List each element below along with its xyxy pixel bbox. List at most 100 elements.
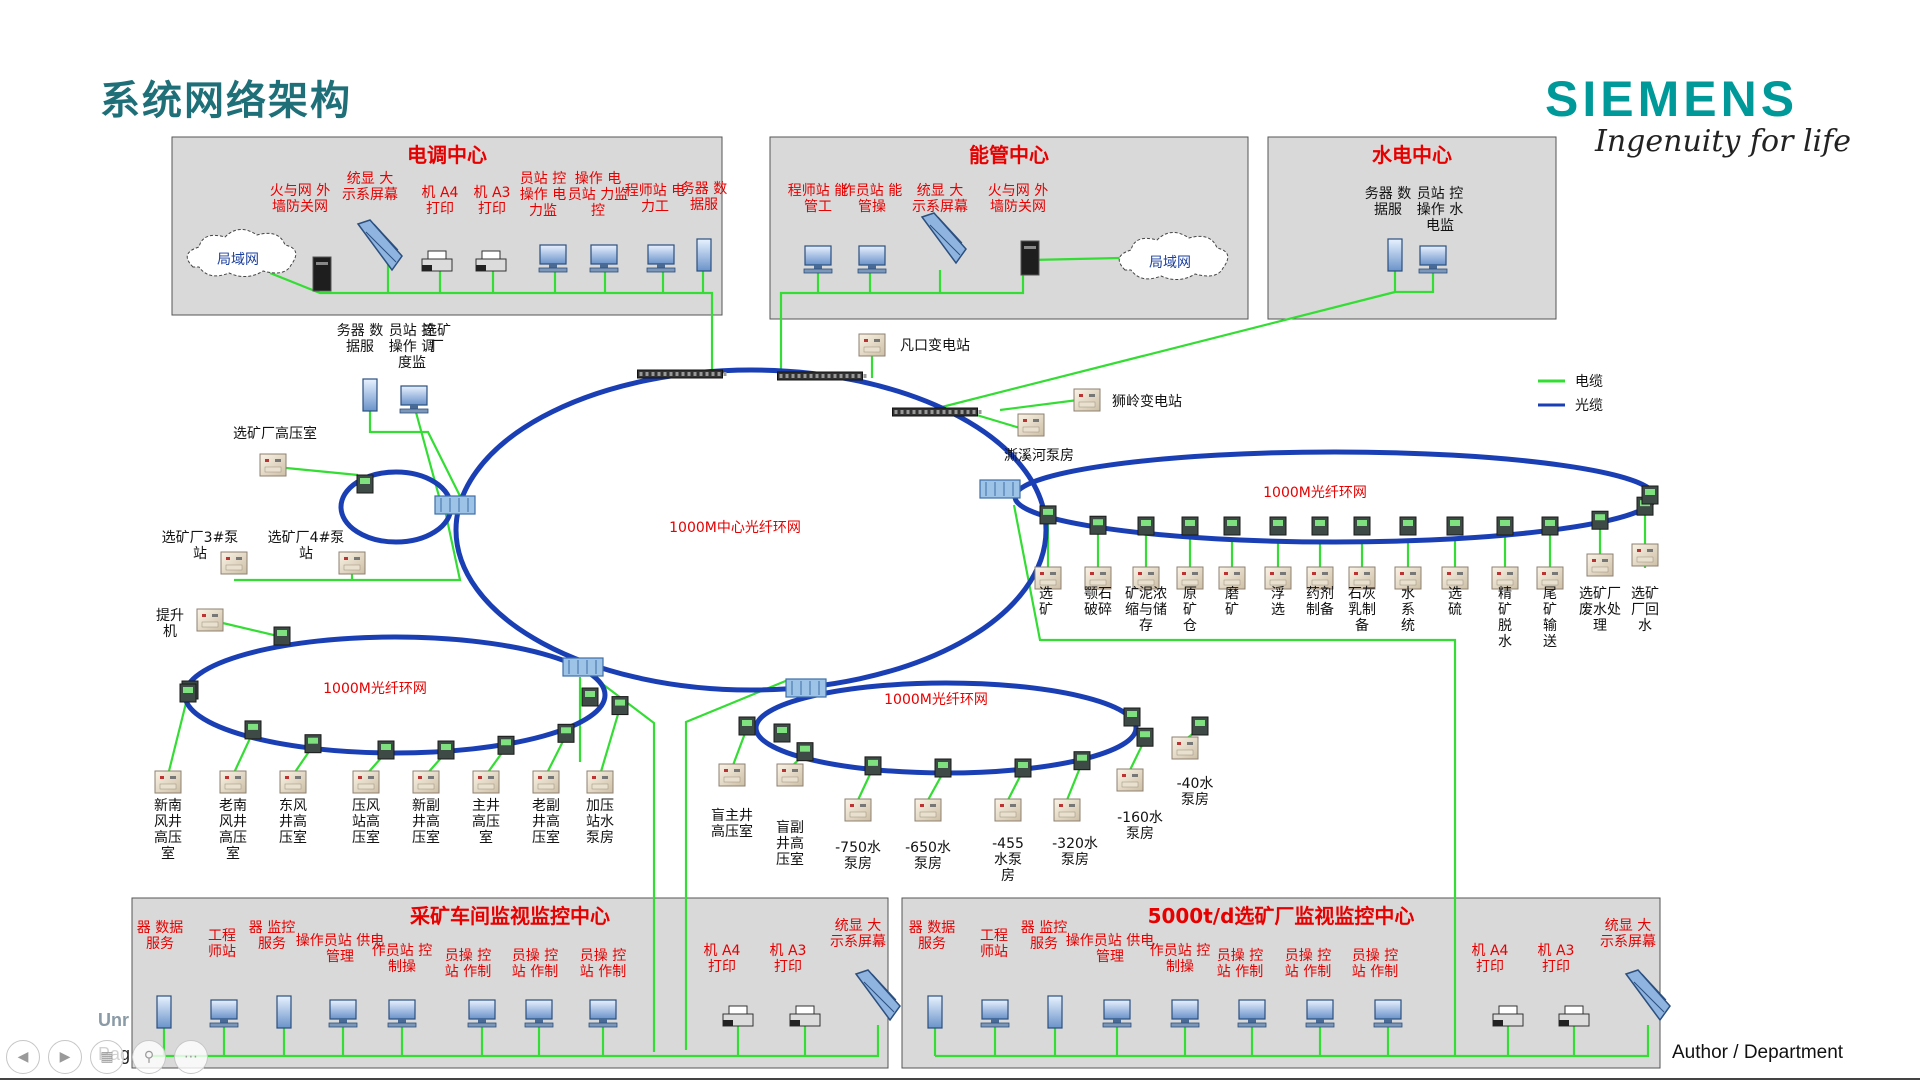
more-options-icon[interactable]: ⋯ — [174, 1040, 208, 1074]
mining-center-title: 采矿车间监视监控中心 — [410, 904, 610, 928]
right-ring-node-label: 精矿脱水 — [1498, 586, 1512, 650]
right-ring-node-label: 磨矿 — [1225, 586, 1239, 618]
substation-cabinet-icon — [1171, 736, 1199, 760]
center-ring-label: 1000M中心光纤环网 — [669, 520, 801, 536]
plant-uplink-cable — [1012, 504, 1457, 1056]
server-icon — [1047, 995, 1063, 1029]
substation-cabinet-icon — [1116, 768, 1144, 792]
video-wall-icon — [920, 212, 967, 265]
energy-center — [769, 136, 1249, 320]
left-ring-node-label: 主井高压室 — [472, 798, 500, 846]
ring-switch-icon — [356, 474, 374, 494]
right-ring-node-label: 水系统 — [1401, 586, 1415, 634]
footer-author: Author / Department — [1672, 1042, 1844, 1063]
ring-coupler-icon — [434, 495, 476, 515]
mid-ring-label: 1000M光纤环网 — [884, 692, 988, 708]
slides-grid-icon[interactable]: ▦ — [90, 1040, 124, 1074]
plant-dispatch-label: 选矿厂 — [423, 323, 451, 355]
left-ring-node-label: 加压站水泵房 — [586, 798, 614, 846]
bottom-divider — [0, 1078, 1920, 1080]
substation-cabinet-icon — [1394, 566, 1422, 590]
hydro-uplink-cable — [929, 290, 1396, 412]
substation-cabinet-icon — [532, 770, 560, 794]
plant-hv-label: 选矿厂高压室 — [233, 425, 317, 442]
printer-icon — [1492, 1005, 1524, 1027]
ring-switch-icon — [796, 742, 814, 762]
prev-slide-icon[interactable]: ◀ — [6, 1040, 40, 1074]
substation-cabinet-icon — [1348, 566, 1376, 590]
pump3-label: 选矿厂3#泵站 — [162, 530, 239, 562]
substation-cabinet-icon — [586, 770, 614, 794]
ring-switch-icon — [611, 696, 629, 716]
ring-switch-icon — [1541, 516, 1559, 536]
hoist-label: 提升机 — [156, 608, 184, 640]
substation-cabinet-icon — [219, 770, 247, 794]
ring-switch-icon — [738, 716, 756, 736]
mid-ring-node-label: -40水泵房 — [1177, 776, 1214, 808]
plant-bus-cable — [935, 1025, 1650, 1058]
hydro-bus-cable — [1393, 270, 1435, 294]
mining-device-label: 作员站 控制操 — [372, 943, 432, 975]
ring-switch-icon — [1641, 485, 1659, 505]
mining-bus-cable — [152, 1025, 880, 1058]
core-switch-icon — [637, 369, 727, 379]
workstation-icon — [1418, 245, 1448, 274]
mid-ring-node-label: 盲主井高压室 — [711, 807, 753, 840]
workstation-icon — [588, 999, 618, 1028]
left-ring-node-label: 新南风井高压室 — [154, 798, 182, 862]
lan-cloud-label: 局域网 — [217, 252, 259, 268]
substation-cabinet-icon — [1017, 413, 1045, 437]
workstation-icon — [467, 999, 497, 1028]
substation-cabinet-icon — [1586, 553, 1614, 577]
pump4-label: 选矿厂4#泵站 — [268, 530, 345, 562]
ring-switch-icon — [304, 734, 322, 754]
substation-cabinet-icon — [1053, 798, 1081, 822]
ring-switch-icon — [581, 687, 599, 707]
dispatch-device-label: 统显 大示系屏幕 — [342, 171, 398, 203]
ring-switch-icon — [1137, 516, 1155, 536]
zoom-icon[interactable]: ⚲ — [132, 1040, 166, 1074]
shiling-cable — [999, 398, 1079, 412]
substation-cabinet-icon — [279, 770, 307, 794]
ring-switch-icon — [1269, 516, 1287, 536]
substation-cabinet-icon — [1073, 388, 1101, 412]
workstation-icon — [328, 999, 358, 1028]
energy-device-label: 统显 大示系屏幕 — [912, 183, 968, 215]
substation-cabinet-icon — [1441, 566, 1469, 590]
legend-fiber-label: 光缆 — [1575, 398, 1603, 414]
energy-lan-cable — [1029, 256, 1121, 262]
right-ring-node-label: 石灰乳制备 — [1348, 586, 1376, 634]
substation-cabinet-icon — [776, 763, 804, 787]
mining-device-label: 工程师站 — [208, 928, 236, 960]
printer-icon — [421, 250, 453, 272]
substation-cabinet-icon — [1631, 543, 1659, 567]
workstation-icon — [1373, 999, 1403, 1028]
dispatch-device-label: 务器 数据服 — [681, 181, 727, 213]
siemens-logo: SIEMENS — [1545, 71, 1799, 127]
energy-device-label: 火与网 外墙防关网 — [988, 183, 1048, 215]
substation-cabinet-icon — [858, 333, 886, 357]
printer-icon — [475, 250, 507, 272]
mining-device-label: 员操 控站 作制 — [512, 948, 558, 980]
ring-switch-icon — [1073, 751, 1091, 771]
right-ring-node-label: 尾矿输送 — [1543, 586, 1557, 650]
plant-hv-cable — [275, 465, 359, 477]
ring-switch-icon — [1353, 516, 1371, 536]
ring-switch-icon — [1123, 707, 1141, 727]
substation-cabinet-icon — [1218, 566, 1246, 590]
ring-switch-icon — [864, 756, 882, 776]
hydro-center — [1267, 136, 1557, 320]
substation-cabinet-icon — [1132, 566, 1160, 590]
left-ring-drop — [598, 707, 622, 776]
ring-switch-icon — [1191, 716, 1209, 736]
mining-uplink-cable2 — [684, 678, 789, 1050]
printer-icon — [722, 1005, 754, 1027]
ring-coupler-icon — [979, 479, 1021, 499]
next-slide-icon[interactable]: ▶ — [48, 1040, 82, 1074]
server-icon — [1387, 238, 1403, 272]
left-ring-label: 1000M光纤环网 — [323, 681, 427, 697]
